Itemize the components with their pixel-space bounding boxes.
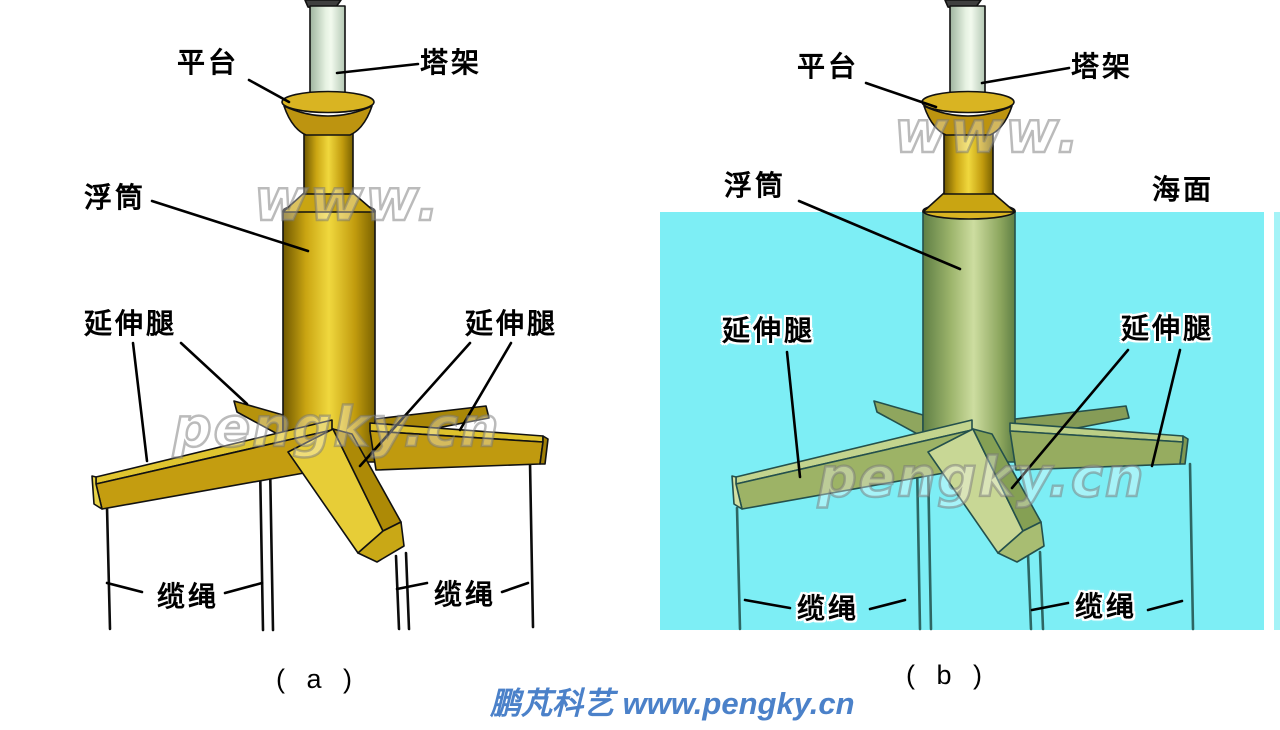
watermark-site-a: pengky.cn: [172, 395, 501, 461]
caption-b: ( b ): [906, 660, 990, 690]
site-brand-footer: 鹏芃科艺 www.pengky.cn: [490, 686, 855, 721]
label-platform-b: 平台: [797, 51, 860, 82]
watermark-www-a: www.: [253, 165, 442, 236]
label-cable-a-right: 缆绳: [434, 579, 497, 610]
structure-a: [91, 0, 549, 563]
label-tower-a: 塔架: [420, 47, 483, 78]
label-platform-a: 平台: [177, 47, 240, 78]
leader-lines: [105, 62, 1184, 612]
label-extension-leg-b-right: 延伸腿: [1121, 313, 1215, 344]
cables-b: [735, 459, 1195, 631]
label-cable-b-right: 缆绳: [1075, 591, 1138, 622]
label-cable-b-left: 缆绳: [797, 593, 860, 624]
structure-b: [731, 0, 1195, 631]
label-cable-a-left: 缆绳: [157, 581, 220, 612]
cables-a: [105, 460, 535, 632]
watermark-site-b: pengky.cn: [817, 445, 1146, 511]
label-sea-surface: 海面: [1152, 174, 1215, 205]
caption-a: ( a ): [276, 664, 360, 694]
label-extension-leg-b-left: 延伸腿: [722, 315, 816, 346]
label-buoy-b: 浮筒: [724, 170, 787, 201]
label-extension-leg-a-left: 延伸腿: [84, 308, 178, 339]
label-extension-leg-a-right: 延伸腿: [465, 308, 559, 339]
watermark-www-b: www.: [893, 97, 1082, 168]
sea-water-edge-strip: [1274, 212, 1280, 630]
label-buoy-a: 浮筒: [84, 182, 147, 213]
label-tower-b: 塔架: [1071, 51, 1134, 82]
